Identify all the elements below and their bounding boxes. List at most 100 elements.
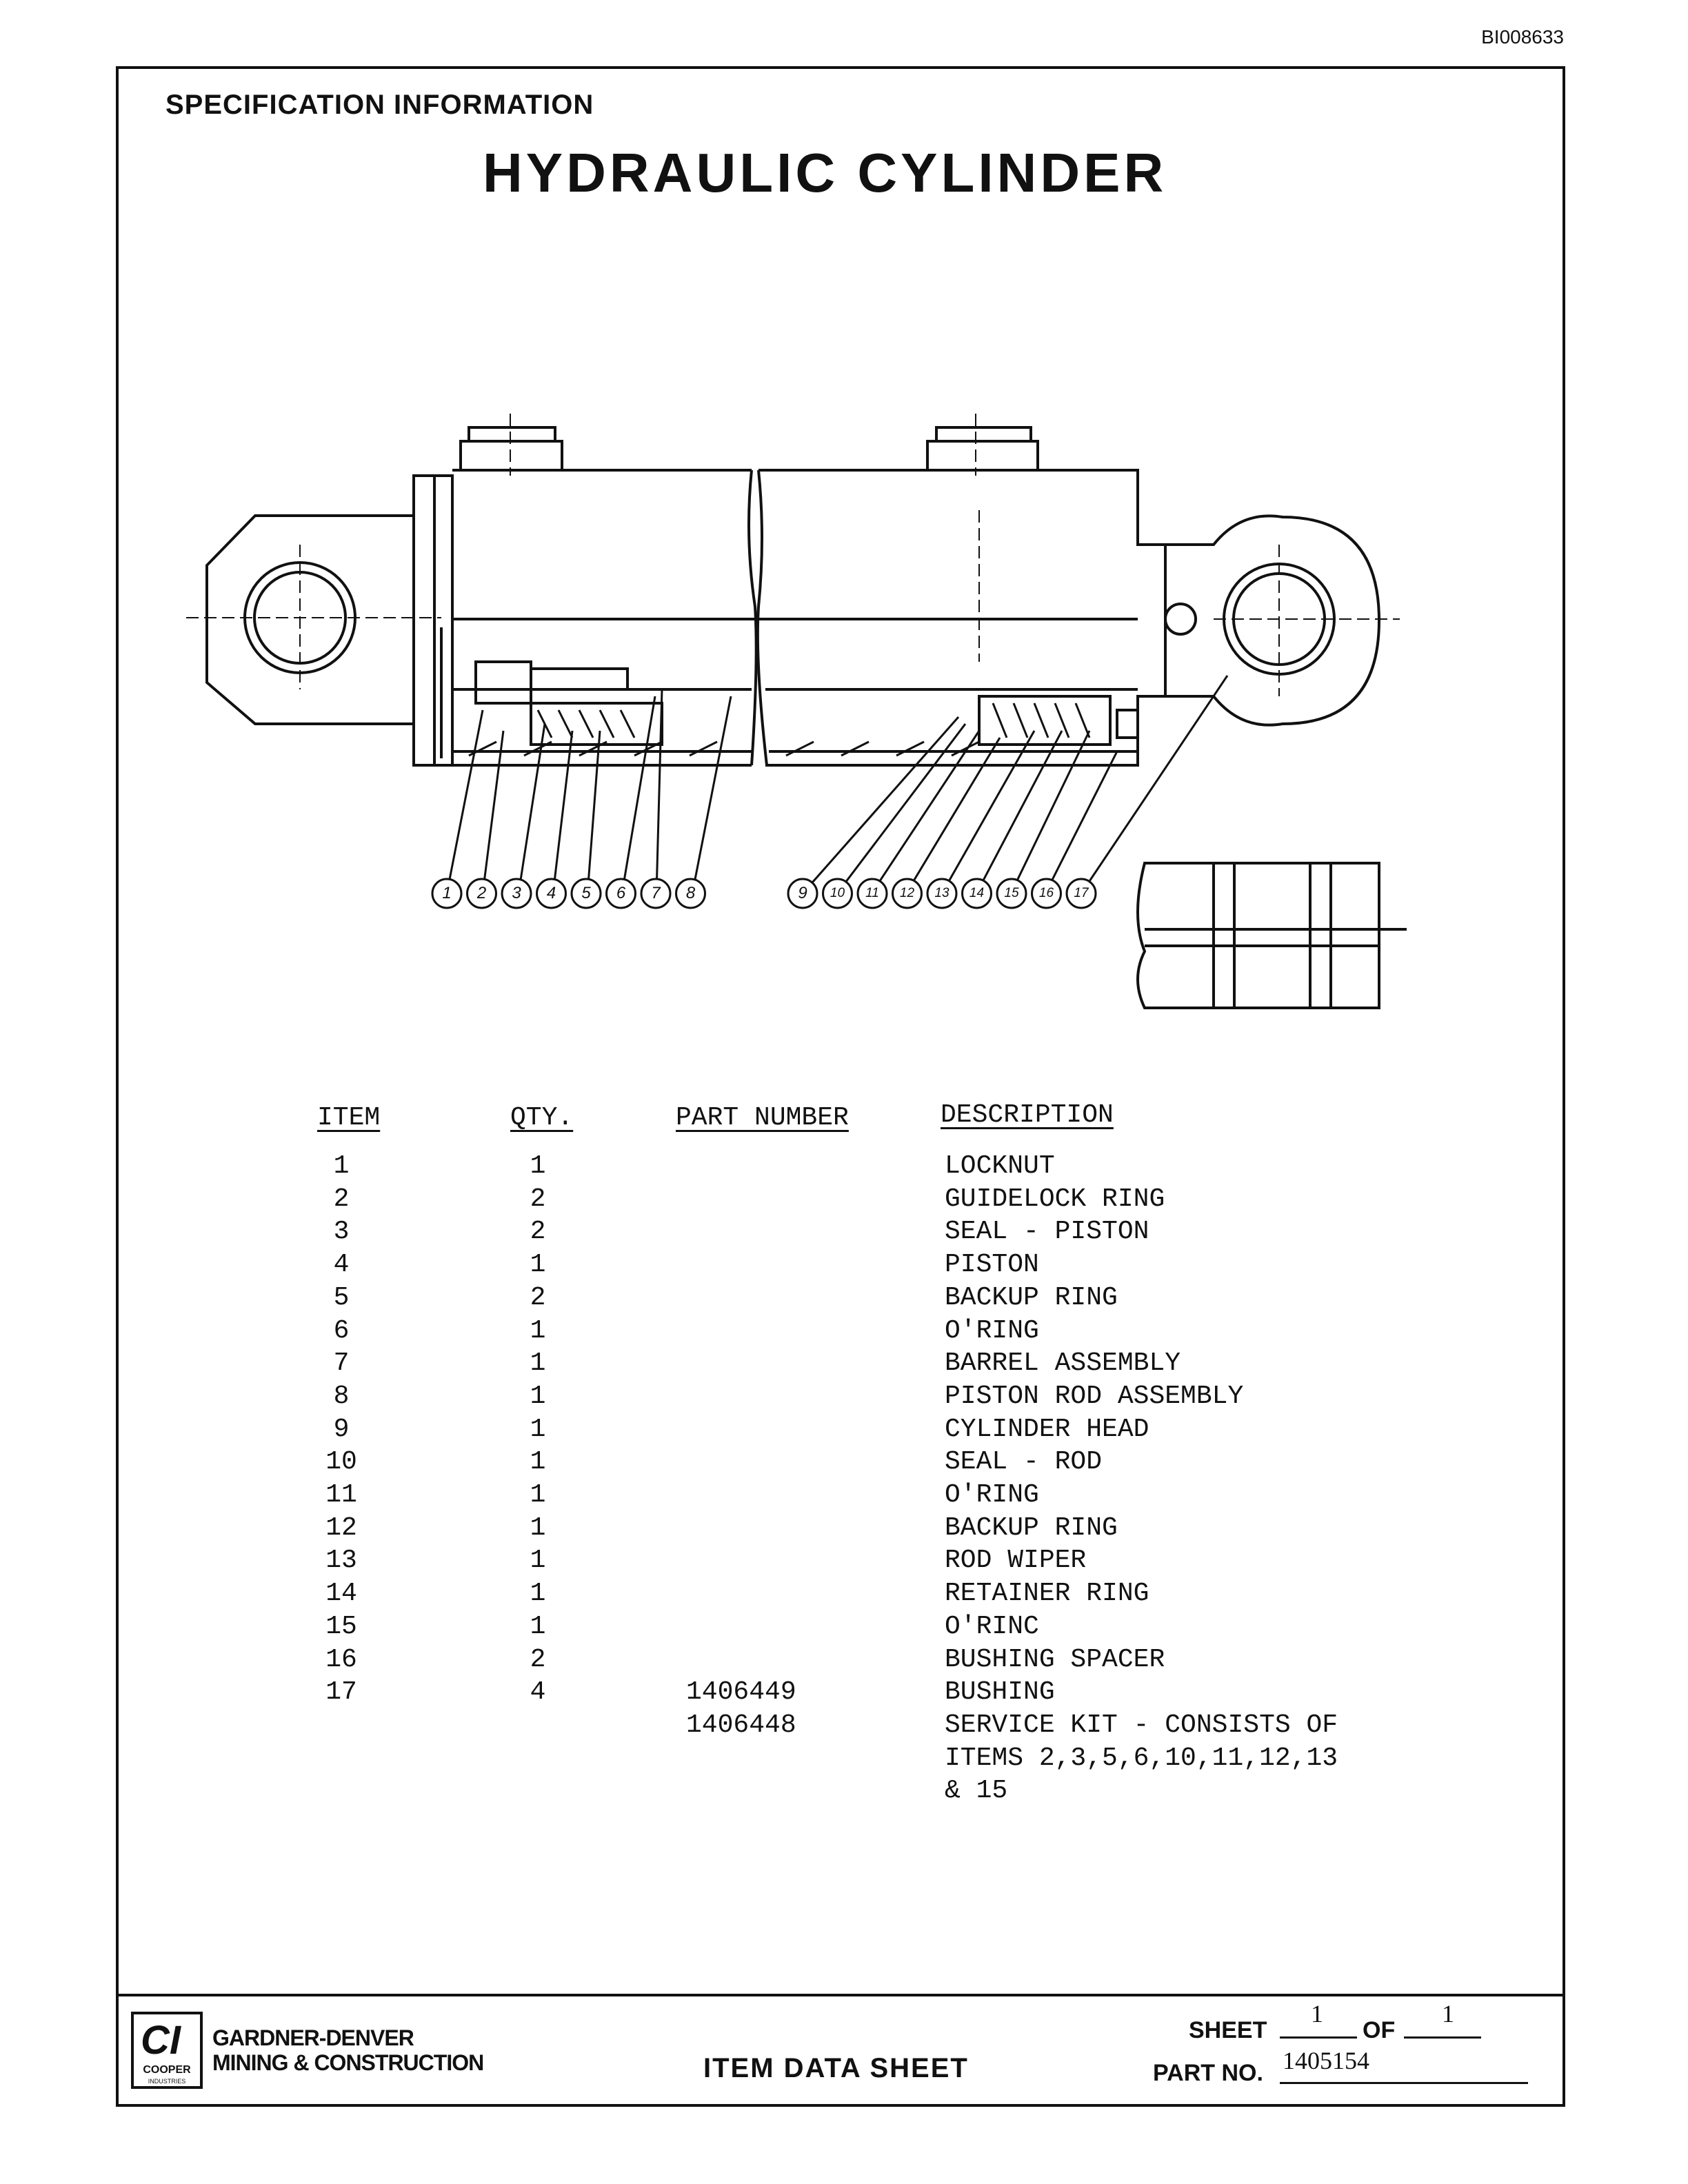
description-cell: O'RINC (945, 1612, 1039, 1641)
item-cell: 6 (333, 1316, 350, 1346)
table-row: 2 2 GUIDELOCK RING (0, 1184, 1688, 1217)
callout-circle-right-8 (1065, 878, 1097, 909)
description-cell: ITEMS 2,3,5,6,10,11,12,13 (945, 1743, 1338, 1773)
description-cell: PISTON (945, 1250, 1039, 1280)
description-cell: BACKUP RING (945, 1513, 1118, 1543)
sheet-total: 1 (1442, 2000, 1454, 2028)
part-number-value: 1405154 (1283, 2047, 1369, 2074)
qty-cell: 1 (530, 1316, 546, 1346)
qty-cell: 2 (530, 1645, 546, 1675)
callout-circle-right-7 (1031, 878, 1062, 909)
item-cell: 11 (325, 1480, 357, 1510)
callout-circle-right-6 (996, 878, 1027, 909)
cooper-industries-logo: CI COOPER INDUSTRIES (131, 2012, 203, 2089)
company-line-1: GARDNER-DENVER (212, 2025, 414, 2050)
sheet-type: ITEM DATA SHEET (703, 2053, 969, 2083)
part-no-underline (1280, 2082, 1528, 2084)
of-label: OF (1363, 2017, 1396, 2043)
callout-circle-left-7 (675, 878, 706, 909)
callout-label: 3 (512, 884, 521, 902)
item-cell: 13 (325, 1546, 357, 1575)
qty-cell: 4 (530, 1677, 546, 1707)
part-number-cell: 1406449 (686, 1677, 796, 1707)
callout-label: 12 (899, 886, 915, 900)
item-cell: 12 (325, 1513, 357, 1543)
table-row: 14 1 RETAINER RING (0, 1579, 1688, 1612)
item-cell: 7 (333, 1348, 350, 1378)
sheet-number: 1 (1311, 2000, 1323, 2028)
qty-cell: 1 (530, 1415, 546, 1444)
description-cell: LOCKNUT (945, 1151, 1055, 1181)
footer-divider (116, 1994, 1565, 1996)
callout-label: 10 (830, 886, 845, 900)
qty-cell: 1 (530, 1612, 546, 1641)
description-cell: GUIDELOCK RING (945, 1184, 1165, 1214)
callout-label: 9 (798, 884, 807, 902)
logo-subtext: INDUSTRIES (148, 2078, 186, 2085)
callout-circle-right-1 (822, 878, 853, 909)
callout-circle-left-1 (466, 878, 497, 909)
sheet-number-underline (1280, 2036, 1357, 2039)
callout-label: 1 (442, 884, 452, 902)
callout-label: 14 (969, 886, 985, 900)
description-cell: BUSHING SPACER (945, 1645, 1165, 1675)
description-cell: ROD WIPER (945, 1546, 1087, 1575)
item-cell: 14 (325, 1579, 357, 1608)
callout-circle-right-2 (856, 878, 888, 909)
callout-label: 4 (546, 884, 556, 902)
callout-circle-right-4 (926, 878, 958, 909)
item-cell: 5 (333, 1283, 350, 1313)
callout-label: 15 (1004, 886, 1019, 900)
logo-text: COOPER (143, 2064, 191, 2076)
callout-circle-left-6 (640, 878, 672, 909)
company-line-2: MINING & CONSTRUCTION (212, 2050, 484, 2075)
callout-circle-right-0 (787, 878, 818, 909)
item-cell: 17 (325, 1677, 357, 1707)
description-cell: CYLINDER HEAD (945, 1415, 1149, 1444)
qty-cell: 2 (530, 1217, 546, 1246)
qty-cell: 1 (530, 1579, 546, 1608)
col-header-part-number: PART NUMBER (676, 1103, 849, 1133)
callout-circle-left-2 (501, 878, 532, 909)
description-cell: PISTON ROD ASSEMBLY (945, 1382, 1244, 1411)
description-cell: & 15 (945, 1776, 1008, 1806)
callout-circle-left-0 (431, 878, 463, 909)
qty-cell: 2 (530, 1184, 546, 1214)
section-title: SPECIFICATION INFORMATION (165, 90, 594, 120)
qty-cell: 1 (530, 1348, 546, 1378)
description-cell: BARREL ASSEMBLY (945, 1348, 1181, 1378)
description-cell: RETAINER RING (945, 1579, 1149, 1608)
col-header-qty: QTY. (510, 1103, 574, 1133)
logo-mark: CI (141, 2018, 181, 2063)
callout-circle-right-3 (892, 878, 923, 909)
callout-label: 17 (1074, 886, 1089, 900)
item-cell: 4 (333, 1250, 350, 1280)
qty-cell: 1 (530, 1513, 546, 1543)
col-header-description: DESCRIPTION (941, 1100, 1114, 1130)
callout-circle-left-5 (605, 878, 636, 909)
qty-cell: 1 (530, 1447, 546, 1477)
callout-label: 7 (651, 884, 661, 902)
item-cell: 16 (325, 1645, 357, 1675)
table-row: 12 1 BACKUP RING (0, 1513, 1688, 1546)
table-row: & 15 (0, 1776, 1688, 1809)
company-name: GARDNER-DENVER MINING & CONSTRUCTION (212, 2025, 484, 2075)
item-cell: 1 (333, 1151, 350, 1181)
callout-label: 11 (865, 886, 879, 900)
part-no-label: PART NO. (1153, 2060, 1263, 2086)
qty-cell: 1 (530, 1250, 546, 1280)
item-cell: 2 (333, 1184, 350, 1214)
col-header-item: ITEM (317, 1103, 381, 1133)
table-row: 16 2 BUSHING SPACER (0, 1645, 1688, 1678)
description-cell: BACKUP RING (945, 1283, 1118, 1313)
sheet-label: SHEET (1189, 2017, 1267, 2043)
item-cell: 3 (333, 1217, 350, 1246)
part-number-cell: 1406448 (686, 1710, 796, 1740)
